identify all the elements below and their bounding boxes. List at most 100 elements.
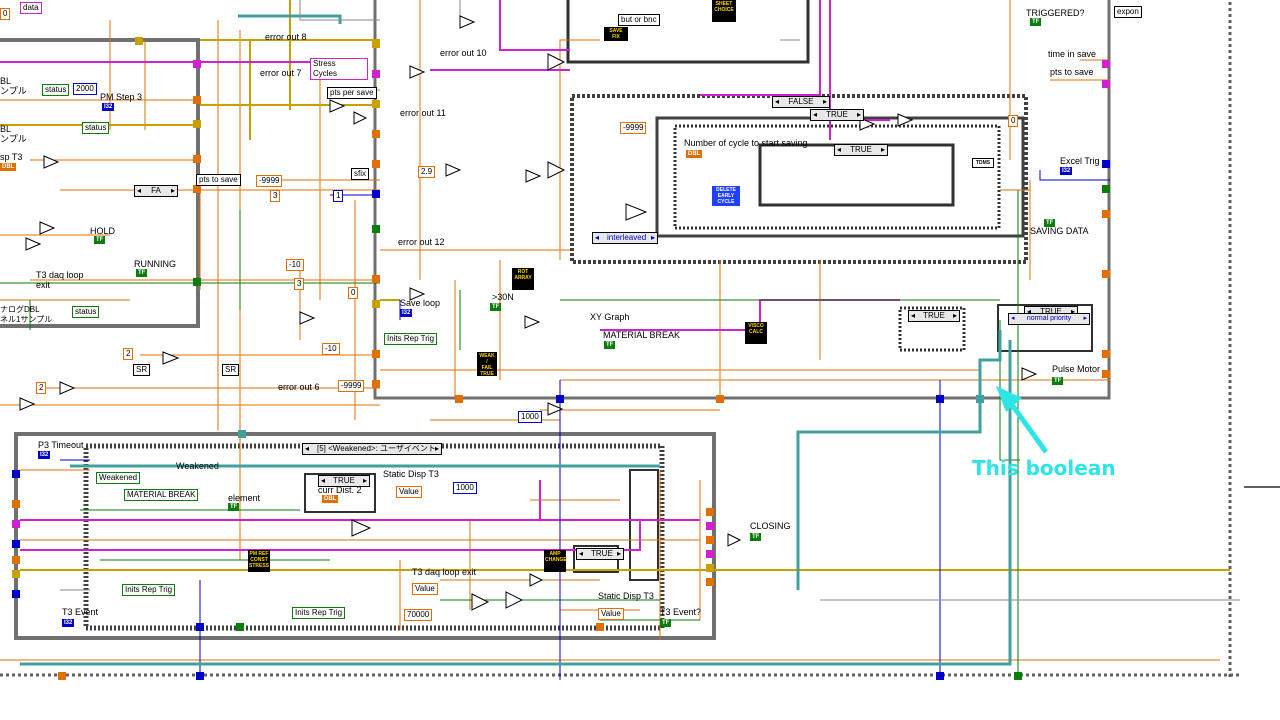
number-of-cycle-dbl-tag: DBL xyxy=(686,150,703,158)
expon-constant[interactable]: expon xyxy=(1114,6,1142,18)
save-fix-vi[interactable]: SAVE FIX xyxy=(604,27,628,41)
number-of-cycle-label: Number of cycle to start saving xyxy=(684,138,808,148)
delete-early-cycle-vi[interactable]: DELETE EARLY CYCLE xyxy=(712,186,740,206)
for-loop-frame[interactable] xyxy=(673,124,1001,230)
fa-selector[interactable]: FA xyxy=(134,185,178,197)
dbl-sample-label-2: BL ンプル xyxy=(0,124,27,144)
error-out-8-label: error out 8 xyxy=(265,32,307,42)
case-selector-true-3[interactable]: TRUE xyxy=(908,310,960,322)
case-selector-true-5[interactable]: TRUE xyxy=(318,475,370,487)
value-2-constant-a[interactable]: 2 xyxy=(123,348,134,360)
sr-constant-2[interactable]: SR xyxy=(222,364,240,376)
visco-calc-vi[interactable]: VISCO CALC xyxy=(745,322,767,344)
stress-cycles-constant[interactable]: Stress Cycles xyxy=(310,58,368,80)
normal-priority-case-frame[interactable] xyxy=(997,304,1093,352)
data-constant[interactable]: data xyxy=(20,2,42,14)
case-selector-true-6[interactable]: TRUE xyxy=(576,548,624,560)
pts-to-save-right-label: pts to save xyxy=(1050,67,1094,77)
saving-data-label: SAVING DATA xyxy=(1030,226,1089,236)
value-indicator-b[interactable]: Value xyxy=(598,608,624,620)
closing-label: CLOSING xyxy=(750,521,791,531)
sr-constant-1[interactable]: SR xyxy=(133,364,151,376)
rot-array-vi[interactable]: ROT ARRAY xyxy=(512,268,534,290)
zero-constant-topleft[interactable]: 0 xyxy=(0,8,11,20)
minus-9999-constant-inner[interactable]: -9999 xyxy=(620,122,647,134)
error-out-10-label: error out 10 xyxy=(440,48,487,58)
xy-graph-label: XY Graph xyxy=(590,312,630,322)
status-indicator-2[interactable]: status xyxy=(82,122,110,134)
event-inner-case[interactable] xyxy=(304,473,376,513)
pulse-motor-tf-tag: TF xyxy=(1052,377,1064,385)
inner-case-structure[interactable] xyxy=(655,116,1025,238)
pm-ref-const-stress-vi[interactable]: PM REF CONST STRESS xyxy=(248,550,270,572)
error-out-11-label: error out 11 xyxy=(400,108,446,118)
top-case-frame[interactable] xyxy=(566,0,810,64)
minus-10-constant-a[interactable]: -10 xyxy=(286,259,304,271)
value-indicator-c[interactable]: Value xyxy=(412,583,438,595)
minus-9999-constant-b[interactable]: -9999 xyxy=(338,380,365,392)
but-or-bnc-constant[interactable]: but or bnc xyxy=(618,14,660,26)
t3-event-i32-tag: I32 xyxy=(62,619,75,627)
save-loop-i32-tag: I32 xyxy=(400,309,413,317)
numeric-wires xyxy=(0,0,1220,661)
save-loop-label: Save loop xyxy=(400,298,441,308)
pts-per-save-label[interactable]: pts per save xyxy=(327,87,377,99)
status-indicator-1[interactable]: status xyxy=(42,84,70,96)
value-indicator-a[interactable]: Value xyxy=(396,486,422,498)
material-break-label: MATERIAL BREAK xyxy=(603,330,681,340)
t3-daq-loop-exit-bottom-label: T3 daq loop exit xyxy=(412,567,477,577)
p3-timeout-i32-tag: I32 xyxy=(38,451,51,459)
sfix-constant[interactable]: sfix xyxy=(351,168,369,180)
value-1000-constant-b[interactable]: 1000 xyxy=(453,482,477,494)
event-case-selector[interactable]: [5] <Weakened>: ユーザイベント xyxy=(302,443,442,455)
tdms-vi[interactable]: TDMS xyxy=(972,158,994,168)
grey-wires xyxy=(60,0,1240,601)
value-1000-constant-a[interactable]: 1000 xyxy=(518,411,542,423)
status-indicator-3[interactable]: status xyxy=(72,306,100,318)
t3-event-label: T3 Event xyxy=(62,607,99,617)
interleaved-selector[interactable]: interleaved xyxy=(592,232,658,244)
inits-rep-trig-3[interactable]: Inits Rep Trig xyxy=(292,607,346,619)
tunnels xyxy=(12,37,1110,680)
pulse-motor-label: Pulse Motor xyxy=(1052,364,1101,374)
t3-event-tf-tag: TF xyxy=(660,619,672,627)
element-label: element xyxy=(228,493,261,503)
case-selector-true-1[interactable]: TRUE xyxy=(810,109,864,121)
pts-to-save-left[interactable]: pts to save xyxy=(196,174,241,186)
closing-tf-tag: TF xyxy=(750,533,762,541)
refnum-wires xyxy=(20,14,1012,666)
t3-daq-loop-exit-left-label: T3 daq loop exit xyxy=(36,270,84,290)
value-70000-constant[interactable]: 70000 xyxy=(404,609,433,621)
value-3-constant-a[interactable]: 3 xyxy=(270,190,281,202)
material-break-control[interactable]: MATERIAL BREAK xyxy=(124,489,199,501)
case-selector-false[interactable]: FALSE xyxy=(772,96,830,108)
p3-timeout-label: P3 Timeout xyxy=(38,440,84,450)
triggered-tf-tag: TF xyxy=(1030,18,1042,26)
normal-priority-selector[interactable]: normal priority xyxy=(1008,313,1090,325)
inits-rep-trig-1[interactable]: Inits Rep Trig xyxy=(384,333,438,345)
value-2-9-constant[interactable]: 2.9 xyxy=(418,166,436,178)
value-1-constant[interactable]: 1 xyxy=(333,190,344,202)
weak-fail-true-vi[interactable]: WEAK / FAIL TRUE xyxy=(477,352,497,377)
priority-case-frame[interactable] xyxy=(898,306,966,352)
value-3-constant-b[interactable]: 3 xyxy=(294,278,305,290)
curr-dist-dbl-tag: DBL xyxy=(322,495,339,503)
t3-event-question-label: T3 Event? xyxy=(660,607,702,617)
case-selector-true-2[interactable]: TRUE xyxy=(834,144,888,156)
sheet-choice-vi[interactable]: SHEET CHOICE xyxy=(712,0,736,22)
error-out-6-label: error out 6 xyxy=(278,382,320,392)
value-2000-constant[interactable]: 2000 xyxy=(73,83,97,95)
value-2-constant-b[interactable]: 2 xyxy=(36,382,47,394)
inits-rep-trig-2[interactable]: Inits Rep Trig xyxy=(122,584,176,596)
zero-constant-b[interactable]: 0 xyxy=(348,287,359,299)
gt-30n-label: >30N xyxy=(492,292,514,302)
weakened-control[interactable]: Weakened xyxy=(96,472,141,484)
minus-9999-constant-a[interactable]: -9999 xyxy=(256,175,283,187)
zero-constant-c[interactable]: 0 xyxy=(1008,115,1019,127)
weakened-label: Weakened xyxy=(176,461,219,471)
amp-change-vi[interactable]: AMP CHANGE xyxy=(544,550,567,572)
minus-10-constant-b[interactable]: -10 xyxy=(322,343,340,355)
error-wires xyxy=(0,0,1230,571)
event-right-box[interactable] xyxy=(629,469,659,581)
